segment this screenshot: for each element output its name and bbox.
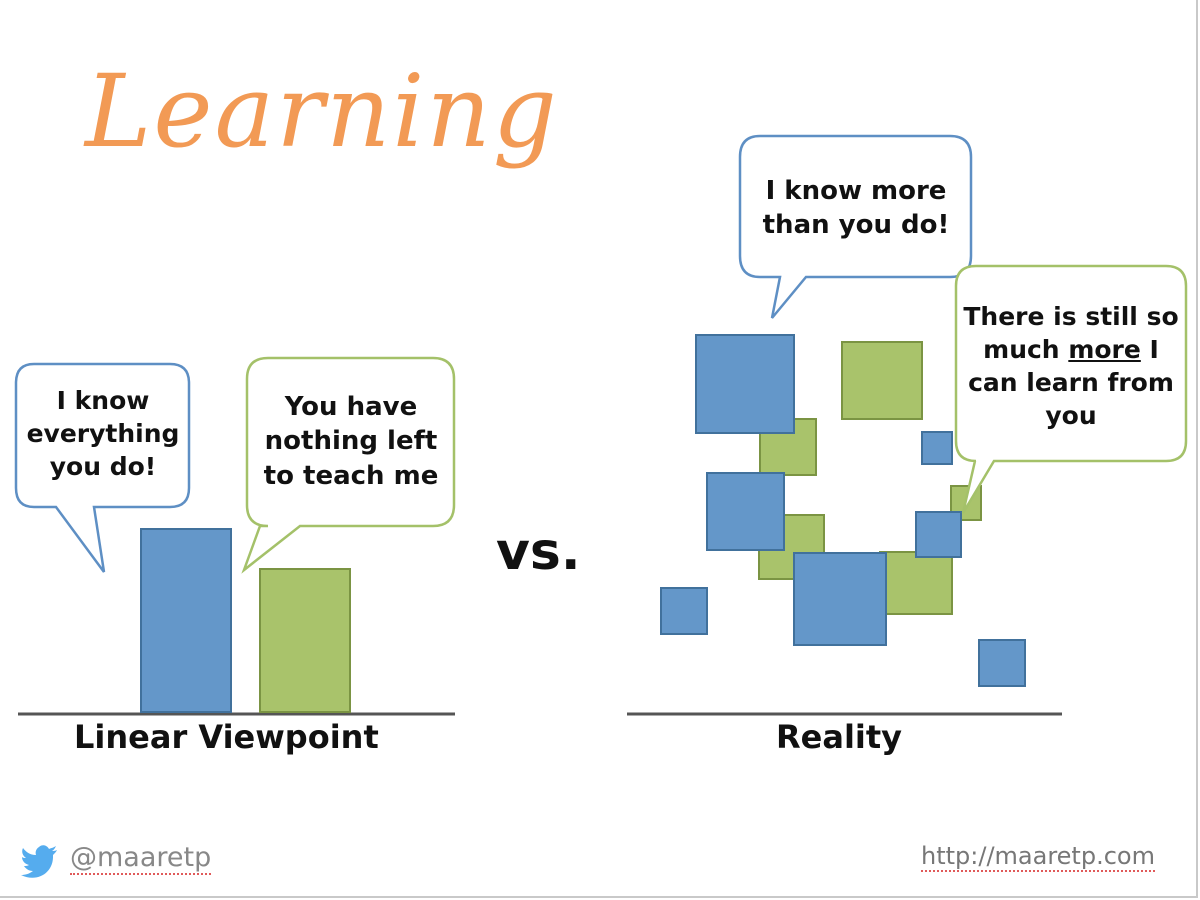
- reality-blue-square: [695, 334, 795, 434]
- right-green-bubble: [954, 264, 1188, 514]
- left-blue-bar: [140, 528, 232, 713]
- reality-blue-square: [706, 472, 785, 551]
- right-green-bubble-text: There is still so much more I can learn …: [956, 300, 1186, 432]
- footer-url-text: http://maaretp.com: [921, 842, 1155, 872]
- vs-label: vs.: [496, 522, 581, 582]
- bubble-line: to teach me: [263, 460, 439, 491]
- left-green-bubble-text: You have nothing left to teach me: [250, 390, 452, 493]
- bubble-line: than you do!: [762, 210, 950, 241]
- reality-blue-square: [915, 511, 962, 558]
- left-blue-bubble-text: I know everything you do!: [20, 384, 186, 483]
- right-blue-bubble: [738, 134, 973, 319]
- reality-blue-square: [921, 431, 953, 465]
- bubble-line: you do!: [49, 452, 157, 481]
- reality-blue-square: [793, 552, 887, 646]
- right-blue-bubble-text: I know more than you do!: [742, 174, 970, 243]
- reality-green-square: [879, 551, 953, 615]
- left-caption: Linear Viewpoint: [74, 718, 379, 756]
- bubble-line: I know more: [765, 176, 947, 206]
- bubble-line: I know: [56, 386, 150, 415]
- twitter-handle: @maaretp: [70, 842, 212, 875]
- slide-title: Learning: [85, 53, 559, 170]
- twitter-handle-text: @maaretp: [70, 842, 212, 875]
- twitter-bird-icon: [21, 845, 57, 878]
- reality-green-square: [841, 341, 923, 420]
- reality-blue-square: [660, 587, 708, 635]
- left-green-bubble: [241, 356, 456, 574]
- left-blue-bubble: [14, 362, 191, 573]
- bubble-text-span: much: [983, 335, 1069, 364]
- bubble-line: nothing left: [264, 426, 438, 457]
- left-green-bar: [259, 568, 351, 713]
- bubble-line: everything: [26, 419, 180, 448]
- footer-url[interactable]: http://maaretp.com: [921, 842, 1155, 872]
- reality-blue-square: [978, 639, 1026, 687]
- bubble-line: much more I: [956, 333, 1186, 366]
- right-caption: Reality: [776, 718, 903, 756]
- bubble-line: you: [1045, 401, 1097, 430]
- emphasis-more: more: [1068, 335, 1141, 364]
- bubble-text-span: I: [1140, 335, 1159, 364]
- bubble-line: You have: [284, 392, 418, 422]
- bubble-line: There is still so: [963, 302, 1179, 331]
- bubble-line: can learn from: [968, 368, 1174, 397]
